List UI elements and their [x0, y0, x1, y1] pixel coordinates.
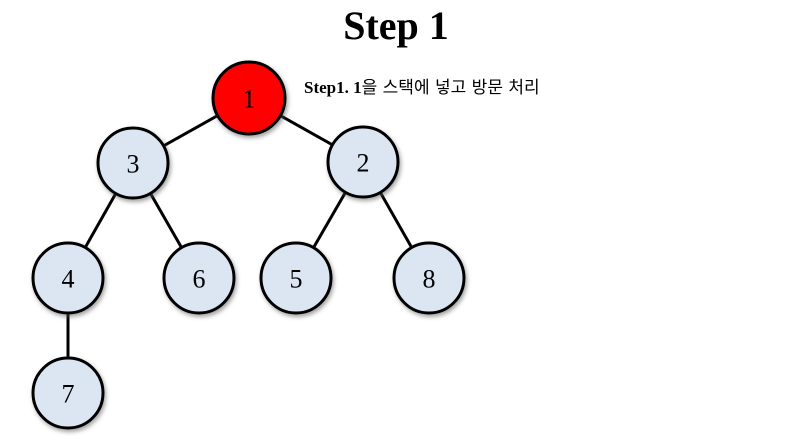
tree-node-3[interactable]: 3 [96, 126, 170, 200]
page-title: Step 1 [343, 3, 449, 48]
tree-node-8[interactable]: 8 [392, 241, 466, 315]
node-circle-1[interactable] [211, 60, 287, 136]
node-circle-3[interactable] [96, 126, 170, 200]
node-circle-2[interactable] [326, 125, 400, 199]
tree-node-6[interactable]: 6 [162, 241, 236, 315]
tree-node-5[interactable]: 5 [259, 241, 333, 315]
tree-node-7[interactable]: 7 [31, 356, 105, 430]
node-circle-6[interactable] [162, 241, 236, 315]
step-annotation: Step1. 1을 스택에 넣고 방문 처리 [304, 76, 540, 100]
annotation-step-prefix: Step1. 1 [304, 78, 362, 97]
node-circle-5[interactable] [259, 241, 333, 315]
tree-node-4[interactable]: 4 [31, 241, 105, 315]
annotation-body-text: 을 스택에 넣고 방문 처리 [361, 78, 540, 98]
tree-node-1[interactable]: 1 [211, 60, 287, 136]
node-circle-4[interactable] [31, 241, 105, 315]
node-circle-8[interactable] [392, 241, 466, 315]
node-circle-7[interactable] [31, 356, 105, 430]
tree-node-2[interactable]: 2 [326, 125, 400, 199]
